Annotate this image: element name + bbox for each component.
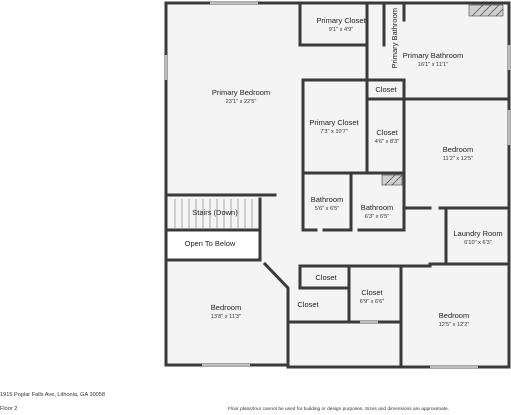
closet-small-label: Closet [315,273,337,282]
closet-lower-dims: 6'9" x 6'6" [360,299,384,305]
primary-bathroom-label: Primary Bathroom [403,51,463,60]
laundry-room-label: Laundry Room [453,229,502,238]
open-to-below-area [168,230,260,259]
primary-bathroom-small-label: Primary Bathroom [390,8,399,68]
primary-closet-top-label: Primary Closet [316,16,366,25]
closet-hall-label: Closet [297,300,319,309]
windows [164,1,511,369]
closet-upper-label: Closet [375,85,397,94]
bedroom-se-label: Bedroom [439,311,469,320]
bedroom-sw-dims: 13'8" x 11'3" [211,314,241,320]
primary-bathroom-dims: 16'1" x 11'1" [418,62,448,68]
closet-lower-label: Closet [361,288,383,297]
hatched-fixtures [381,4,504,186]
disclaimer-text: Floor plans/tour cannot be used for buil… [227,407,449,412]
closet-mid-dims: 4'6" x 8'3" [375,139,399,145]
closet-mid-label: Closet [376,128,398,137]
primary-closet-mid-label: Primary Closet [309,118,359,127]
bedroom-sw-label: Bedroom [211,303,241,312]
primary-bedroom-label: Primary Bedroom [212,88,270,97]
bathroom-left-dims: 5'6" x 6'5" [315,206,339,212]
laundry-room-dims: 6'10" x 6'3" [464,240,492,246]
bathroom-right-label: Bathroom [361,203,394,212]
primary-bedroom-dims: 23'1" x 22'5" [226,99,257,105]
bathroom-right-dims: 6'3" x 6'5" [365,214,389,220]
stairs-label: Stairs (Down) [192,208,238,217]
primary-closet-top-dims: 9'1" x 4'9" [329,27,353,33]
address-text: 1915 Poplar Falls Ave, Lithonia, GA 3005… [0,392,106,398]
open-to-below-label: Open To Below [185,239,236,248]
bedroom-ne-dims: 11'2" x 12'5" [443,156,473,162]
stairs [174,199,253,228]
bedroom-se-dims: 12'5" x 12'2" [439,322,470,328]
bathroom-left-label: Bathroom [311,195,344,204]
bedroom-ne-label: Bedroom [443,145,473,154]
floor-label: Floor 2 [0,406,18,412]
room-labels: Primary Closet 9'1" x 4'9" Primary Bathr… [185,8,503,328]
primary-closet-mid-dims: 7'3" x 10'7" [320,129,348,135]
